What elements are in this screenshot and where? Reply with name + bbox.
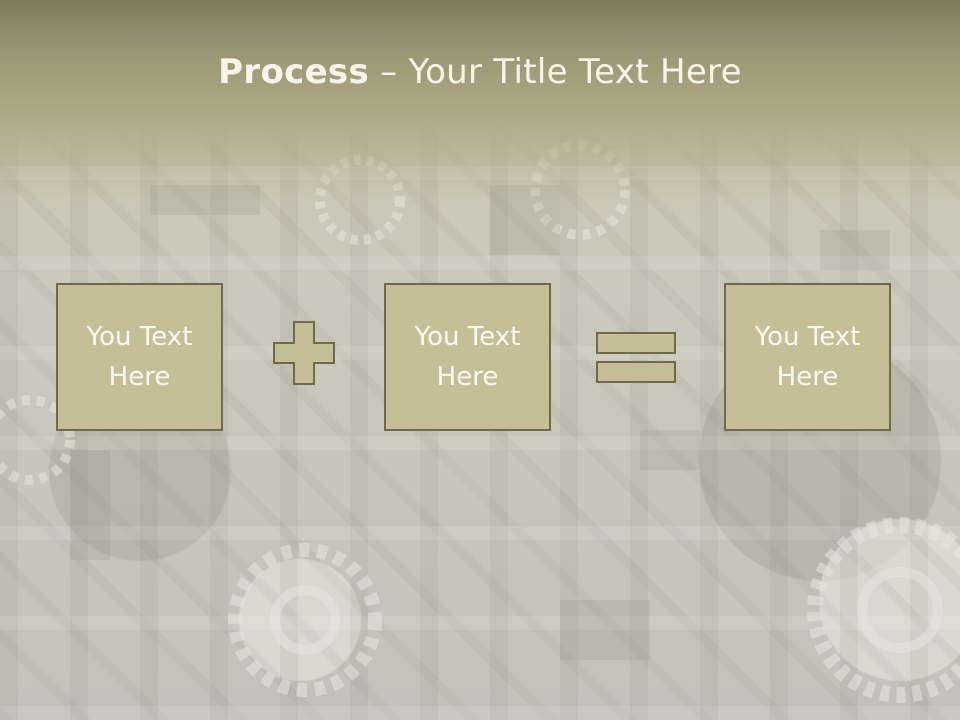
slide-title[interactable]: Process – Your Title Text Here [0, 52, 960, 92]
title-strong: Process [218, 52, 370, 92]
process-box-1[interactable]: You Text Here [56, 283, 223, 431]
process-box-2-line2: Here [436, 362, 499, 392]
process-box-3[interactable]: You Text Here [724, 283, 891, 431]
title-band [0, 0, 960, 200]
process-box-1-line1: You Text [86, 322, 193, 352]
process-box-2-line1: You Text [414, 322, 521, 352]
title-rest: – Your Title Text Here [369, 52, 742, 92]
process-box-1-line2: Here [108, 362, 171, 392]
process-box-3-line1: You Text [754, 322, 861, 352]
equals-icon [596, 332, 676, 383]
process-box-2[interactable]: You Text Here [384, 283, 551, 431]
process-box-3-line2: Here [776, 362, 839, 392]
plus-icon [273, 321, 335, 385]
